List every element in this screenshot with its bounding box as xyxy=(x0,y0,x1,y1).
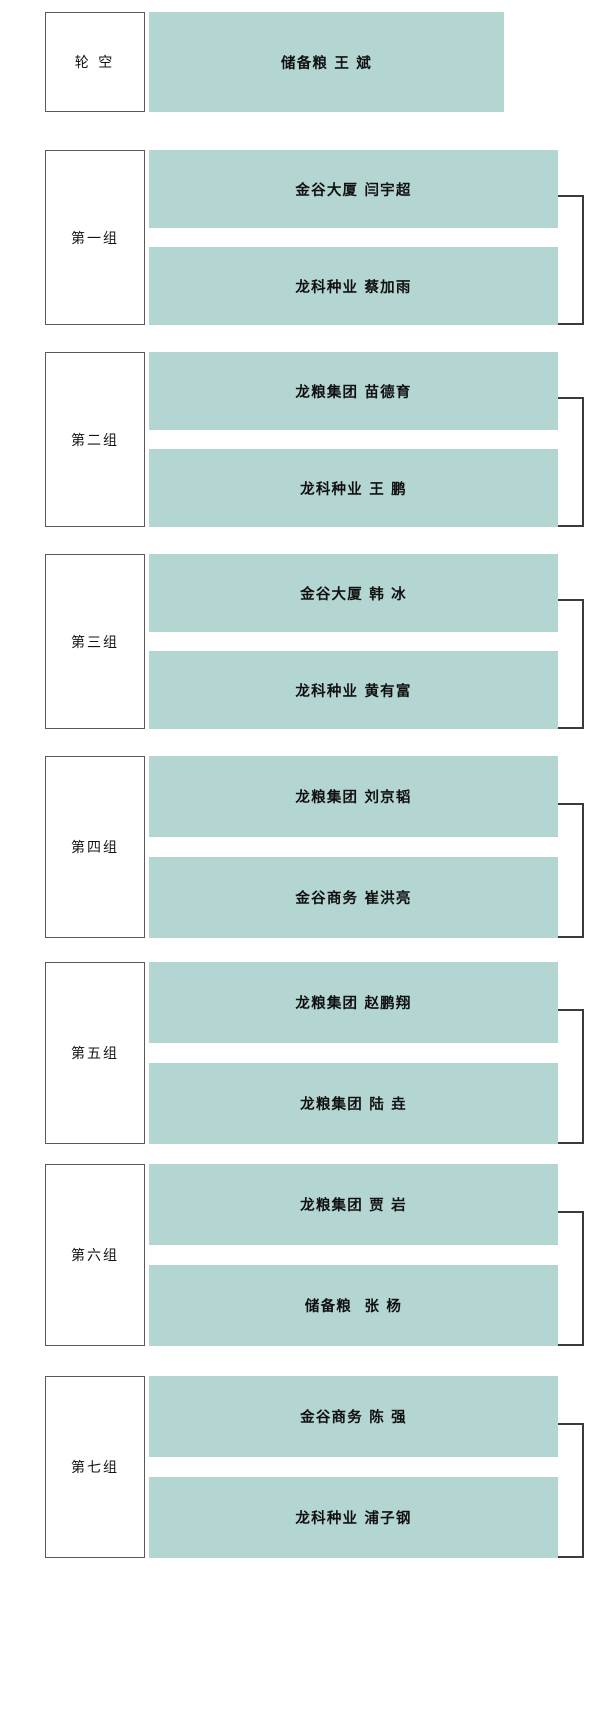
group-7-connector xyxy=(558,1423,584,1558)
group-label-3: 第三组 xyxy=(45,554,145,729)
group-label-6: 第六组 xyxy=(45,1164,145,1346)
group-2-slot-top[interactable]: 龙粮集团 苗德育 xyxy=(149,352,558,430)
group-3-slot-bottom[interactable]: 龙科种业 黄有富 xyxy=(149,651,558,729)
group-label-1: 第一组 xyxy=(45,150,145,325)
group-block-4: 第四组 龙粮集团 刘京韬 金谷商务 崔洪亮 xyxy=(0,756,600,938)
group-3-connector xyxy=(558,599,584,729)
group-5-slot-top[interactable]: 龙粮集团 赵鹏翔 xyxy=(149,962,558,1043)
group-2-connector xyxy=(558,397,584,527)
bye-label: 轮 空 xyxy=(45,12,145,112)
group-2-slot-bottom[interactable]: 龙科种业 王 鹏 xyxy=(149,449,558,527)
group-4-connector xyxy=(558,803,584,938)
group-4-slot-bottom[interactable]: 金谷商务 崔洪亮 xyxy=(149,857,558,938)
group-block-5: 第五组 龙粮集团 赵鹏翔 龙粮集团 陆 垚 xyxy=(0,962,600,1144)
group-6-slot-top[interactable]: 龙粮集团 贾 岩 xyxy=(149,1164,558,1245)
group-4-slot-top[interactable]: 龙粮集团 刘京韬 xyxy=(149,756,558,837)
group-3-slot-top[interactable]: 金谷大厦 韩 冰 xyxy=(149,554,558,632)
group-label-7: 第七组 xyxy=(45,1376,145,1558)
group-block-7: 第七组 金谷商务 陈 强 龙科种业 浦子钢 xyxy=(0,1376,600,1558)
group-block-3: 第三组 金谷大厦 韩 冰 龙科种业 黄有富 xyxy=(0,554,600,729)
group-block-1: 第一组 金谷大厦 闫宇超 龙科种业 蔡加雨 xyxy=(0,150,600,325)
group-block-2: 第二组 龙粮集团 苗德育 龙科种业 王 鹏 xyxy=(0,352,600,527)
bye-row: 轮 空 储备粮 王 斌 xyxy=(0,12,600,112)
group-6-connector xyxy=(558,1211,584,1346)
group-5-slot-bottom[interactable]: 龙粮集团 陆 垚 xyxy=(149,1063,558,1144)
group-6-slot-bottom[interactable]: 储备粮 张 杨 xyxy=(149,1265,558,1346)
group-block-6: 第六组 龙粮集团 贾 岩 储备粮 张 杨 xyxy=(0,1164,600,1346)
group-7-slot-bottom[interactable]: 龙科种业 浦子钢 xyxy=(149,1477,558,1558)
group-7-slot-top[interactable]: 金谷商务 陈 强 xyxy=(149,1376,558,1457)
group-5-connector xyxy=(558,1009,584,1144)
group-label-4: 第四组 xyxy=(45,756,145,938)
group-label-2: 第二组 xyxy=(45,352,145,527)
group-1-slot-bottom[interactable]: 龙科种业 蔡加雨 xyxy=(149,247,558,325)
group-1-connector xyxy=(558,195,584,325)
group-1-slot-top[interactable]: 金谷大厦 闫宇超 xyxy=(149,150,558,228)
group-label-5: 第五组 xyxy=(45,962,145,1144)
bye-player-slot[interactable]: 储备粮 王 斌 xyxy=(149,12,504,112)
